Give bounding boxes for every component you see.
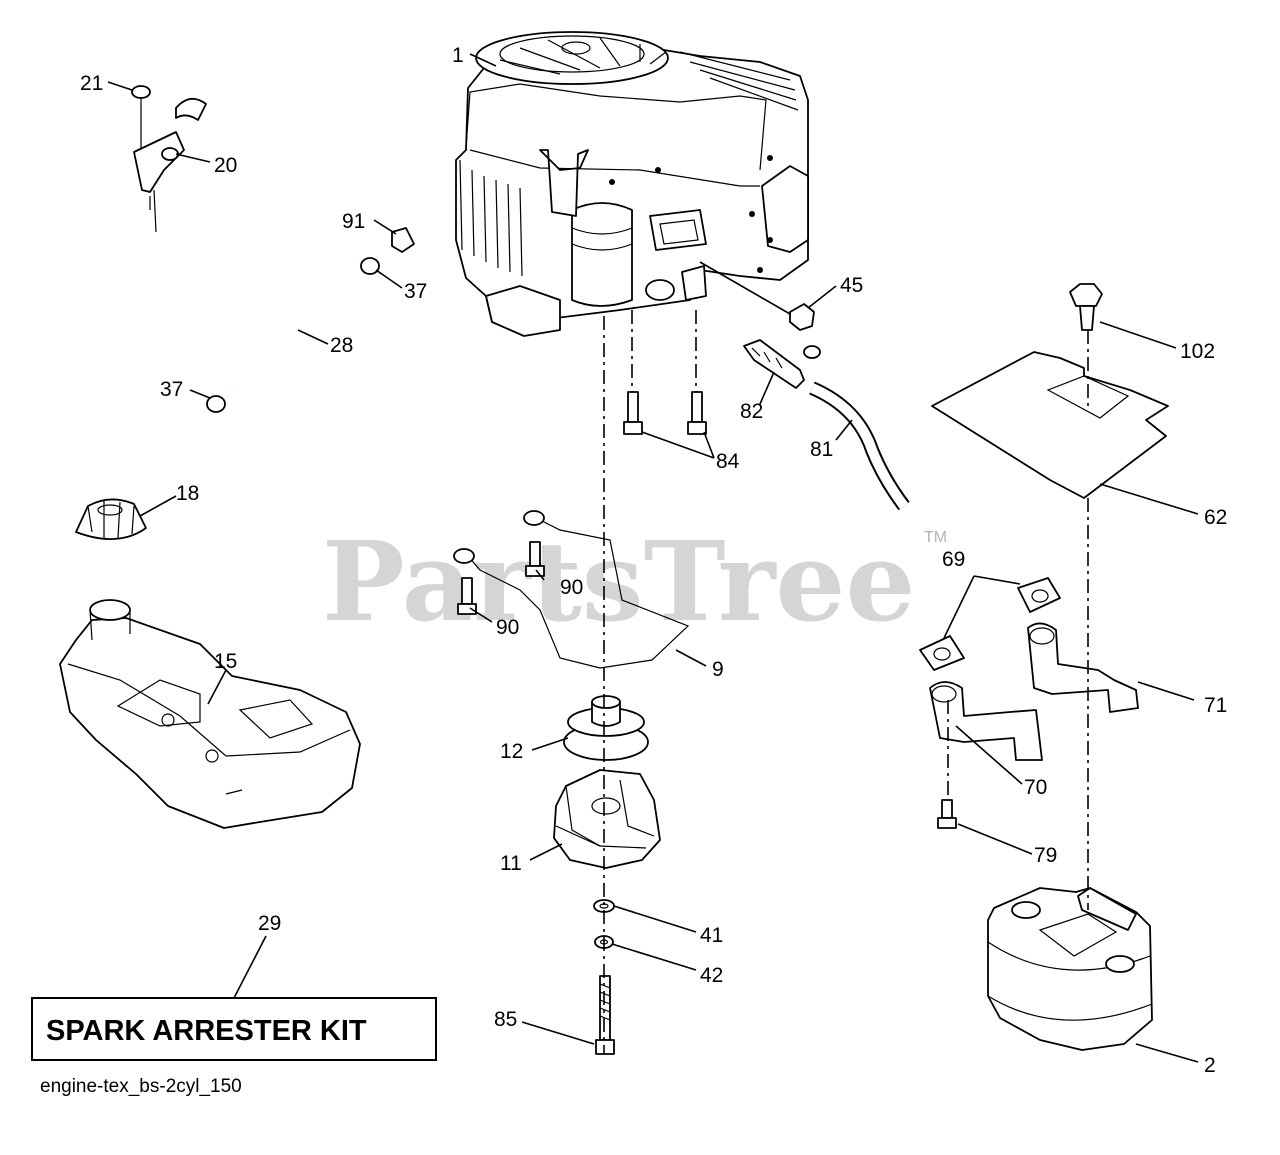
hose-clamp-part-37-lower[interactable] <box>206 395 226 413</box>
spark-arrester-kit-label: SPARK ARRESTER KIT <box>46 1015 367 1047</box>
watermark: PartsTree TM <box>322 517 947 646</box>
callout-85: 85 <box>494 1008 517 1031</box>
heat-shield-part-62[interactable] <box>931 351 1169 499</box>
bolt-part-84-left[interactable] <box>623 391 643 435</box>
spark-arrester-kit-box[interactable]: SPARK ARRESTER KIT <box>31 997 437 1061</box>
bolt-part-79[interactable] <box>937 799 957 829</box>
callout-84: 84 <box>716 450 740 473</box>
callout-70: 70 <box>1024 776 1047 799</box>
exhaust-pipe-part-71[interactable] <box>1027 622 1139 713</box>
fuel-cap-part-18[interactable] <box>75 498 147 541</box>
exhaust-pipe-part-70[interactable] <box>929 681 1043 761</box>
callout-1: 1 <box>452 44 464 67</box>
callout-62: 62 <box>1204 506 1227 529</box>
bolt-part-21[interactable] <box>131 85 151 148</box>
wire-harness-part-9[interactable] <box>453 510 690 669</box>
centre-lines <box>603 310 1089 1054</box>
callout-28: 28 <box>330 334 353 357</box>
callout-90-lower: 90 <box>496 616 519 639</box>
fuel-hose-part-28[interactable] <box>229 257 361 388</box>
callout-18: 18 <box>176 482 199 505</box>
fuel-fitting-part-82[interactable] <box>743 339 821 389</box>
bolt-part-84-right[interactable] <box>687 391 707 435</box>
gasket-part-69-lower[interactable] <box>919 635 965 671</box>
pulley-part-12[interactable] <box>563 695 649 761</box>
watermark-tm: TM <box>924 529 947 546</box>
callout-45: 45 <box>840 274 863 297</box>
callout-81: 81 <box>810 438 833 461</box>
callout-71: 71 <box>1204 694 1227 717</box>
diagram-caption: engine-tex_bs-2cyl_150 <box>40 1076 242 1097</box>
callout-11: 11 <box>500 852 522 875</box>
nut-part-45[interactable] <box>789 303 815 331</box>
callout-82: 82 <box>740 400 763 423</box>
knob-part-102[interactable] <box>1069 283 1103 331</box>
engine-part-1[interactable] <box>455 31 809 337</box>
fuel-tank-part-15[interactable] <box>59 599 361 829</box>
throttle-bracket-part-20[interactable] <box>133 98 207 233</box>
fuel-hose-part-81[interactable] <box>809 381 910 511</box>
screw-part-90-lower[interactable] <box>457 577 477 615</box>
callout-12: 12 <box>500 740 523 763</box>
callout-91: 91 <box>342 210 365 233</box>
callout-69: 69 <box>942 548 965 571</box>
callout-2: 2 <box>1204 1054 1216 1077</box>
callout-37-lower: 37 <box>160 378 183 401</box>
callout-29: 29 <box>258 912 281 935</box>
callout-21: 21 <box>80 72 103 95</box>
leader-lines <box>107 53 1199 1063</box>
callout-37-upper: 37 <box>404 280 427 303</box>
callout-79: 79 <box>1034 844 1057 867</box>
callout-labels: 1 21 20 91 37 28 37 45 102 82 84 81 18 6… <box>80 44 1227 1077</box>
gasket-part-69-upper[interactable] <box>1017 577 1061 613</box>
muffler-part-2[interactable] <box>987 887 1153 1051</box>
callout-102: 102 <box>1180 340 1215 363</box>
screw-part-90-upper[interactable] <box>525 541 545 577</box>
hose-clamp-part-37-upper[interactable] <box>360 257 380 275</box>
callout-15: 15 <box>214 650 237 673</box>
fitting-part-91[interactable] <box>391 227 415 253</box>
callout-42: 42 <box>700 964 723 987</box>
bolt-part-85[interactable] <box>595 975 615 1055</box>
callout-20: 20 <box>214 154 237 177</box>
electric-clutch-part-11[interactable] <box>553 769 661 869</box>
callout-90-upper: 90 <box>560 576 583 599</box>
callout-9: 9 <box>712 658 724 681</box>
callout-41: 41 <box>700 924 723 947</box>
